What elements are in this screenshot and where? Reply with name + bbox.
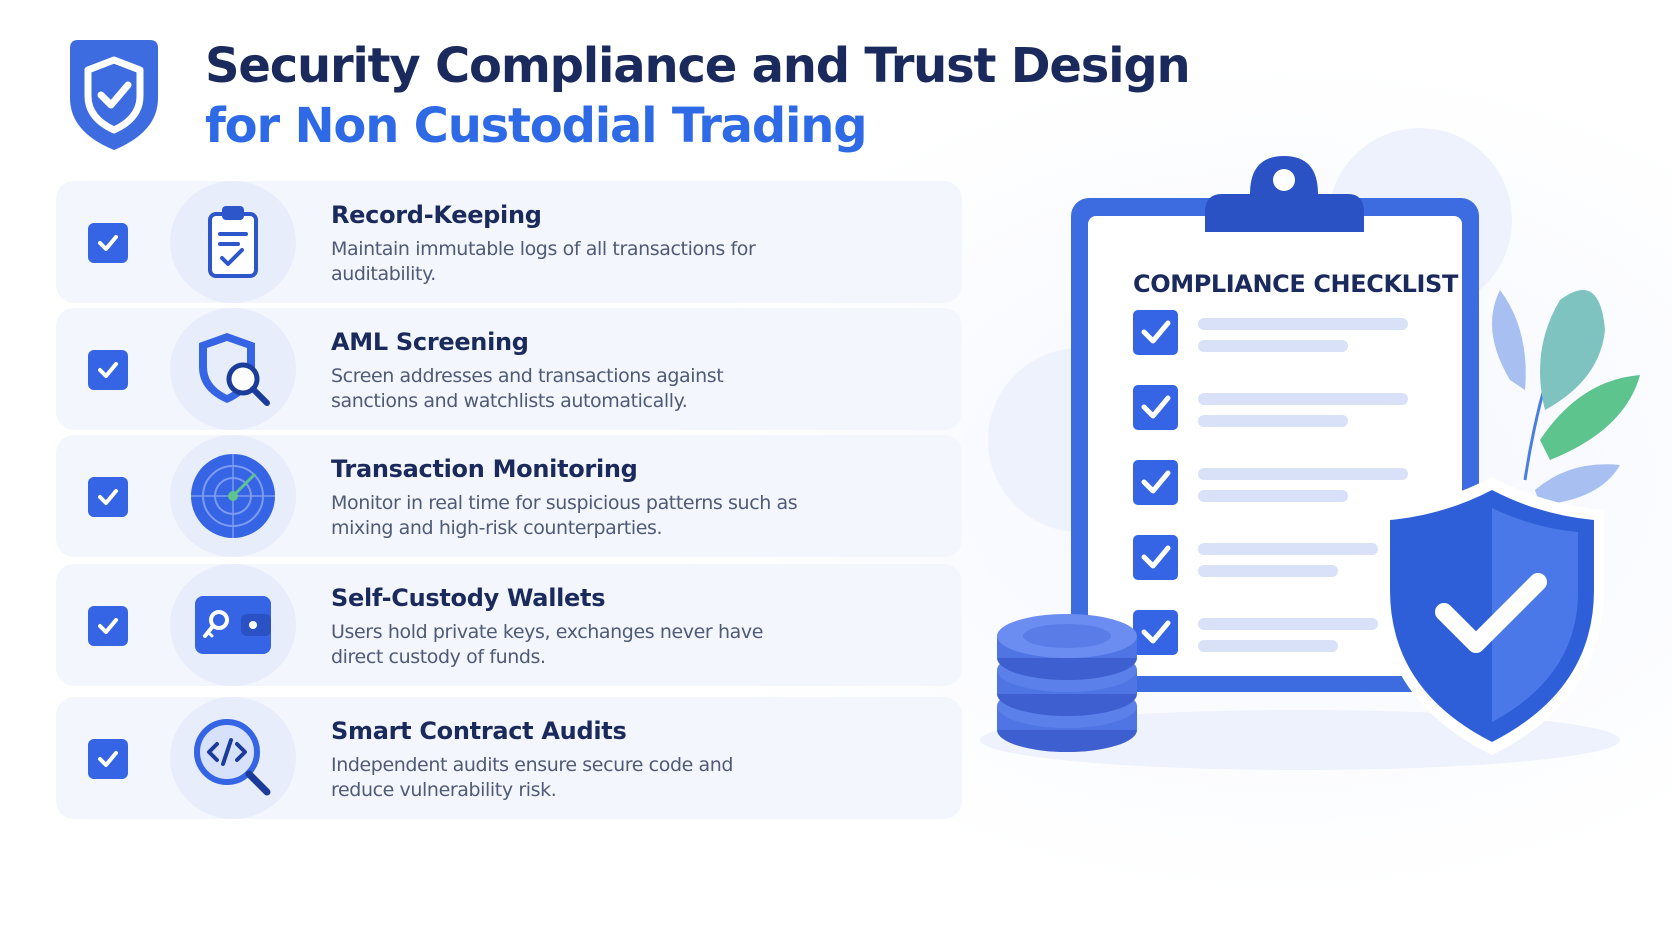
- compliance-item-smart-contract-audits: Smart Contract Audits Independent audits…: [56, 697, 962, 819]
- shield-check-icon: [1380, 477, 1604, 755]
- clipboard-check-icon: [170, 181, 296, 303]
- item-description: Maintain immutable logs of all transacti…: [331, 238, 756, 285]
- compliance-item-record-keeping: Record-Keeping Maintain immutable logs o…: [56, 181, 962, 303]
- item-description: Independent audits ensure secure code an…: [331, 754, 734, 801]
- item-title: Smart Contract Audits: [331, 717, 627, 745]
- item-title: Record-Keeping: [331, 201, 542, 229]
- checkbox-checked-icon[interactable]: [88, 350, 128, 390]
- wallet-key-icon: [170, 564, 296, 686]
- item-title: AML Screening: [331, 328, 529, 356]
- plant-leaves-icon: [1492, 290, 1640, 505]
- page-title-line2: for Non Custodial Trading: [205, 98, 868, 154]
- checkbox-checked-icon[interactable]: [88, 477, 128, 517]
- item-description: Users hold private keys, exchanges never…: [331, 621, 764, 668]
- coin-stack-icon: [997, 614, 1137, 752]
- compliance-item-transaction-monitoring: Transaction Monitoring Monitor in real t…: [56, 435, 962, 557]
- compliance-item-self-custody-wallets: Self-Custody Wallets Users hold private …: [56, 564, 962, 686]
- compliance-checklist-illustration: [960, 120, 1660, 820]
- checkbox-checked-icon[interactable]: [88, 223, 128, 263]
- checklist-rows: [1133, 310, 1408, 655]
- item-title: Self-Custody Wallets: [331, 584, 606, 612]
- checklist-title: COMPLIANCE CHECKLIST: [1133, 270, 1458, 298]
- clipboard-clip-icon: [1205, 156, 1364, 232]
- shield-logo-icon: [60, 40, 168, 152]
- checkbox-checked-icon[interactable]: [88, 739, 128, 779]
- page-title-line1: Security Compliance and Trust Design: [205, 38, 1191, 94]
- item-description: Screen addresses and transactions agains…: [331, 365, 724, 412]
- page-title: Security Compliance and Trust Design for…: [205, 36, 1191, 156]
- compliance-item-aml-screening: AML Screening Screen addresses and trans…: [56, 308, 962, 430]
- checkbox-checked-icon[interactable]: [88, 606, 128, 646]
- shield-search-icon: [170, 308, 296, 430]
- code-search-icon: [170, 697, 296, 819]
- item-description: Monitor in real time for suspicious patt…: [331, 492, 798, 539]
- item-title: Transaction Monitoring: [331, 455, 638, 483]
- radar-icon: [170, 435, 296, 557]
